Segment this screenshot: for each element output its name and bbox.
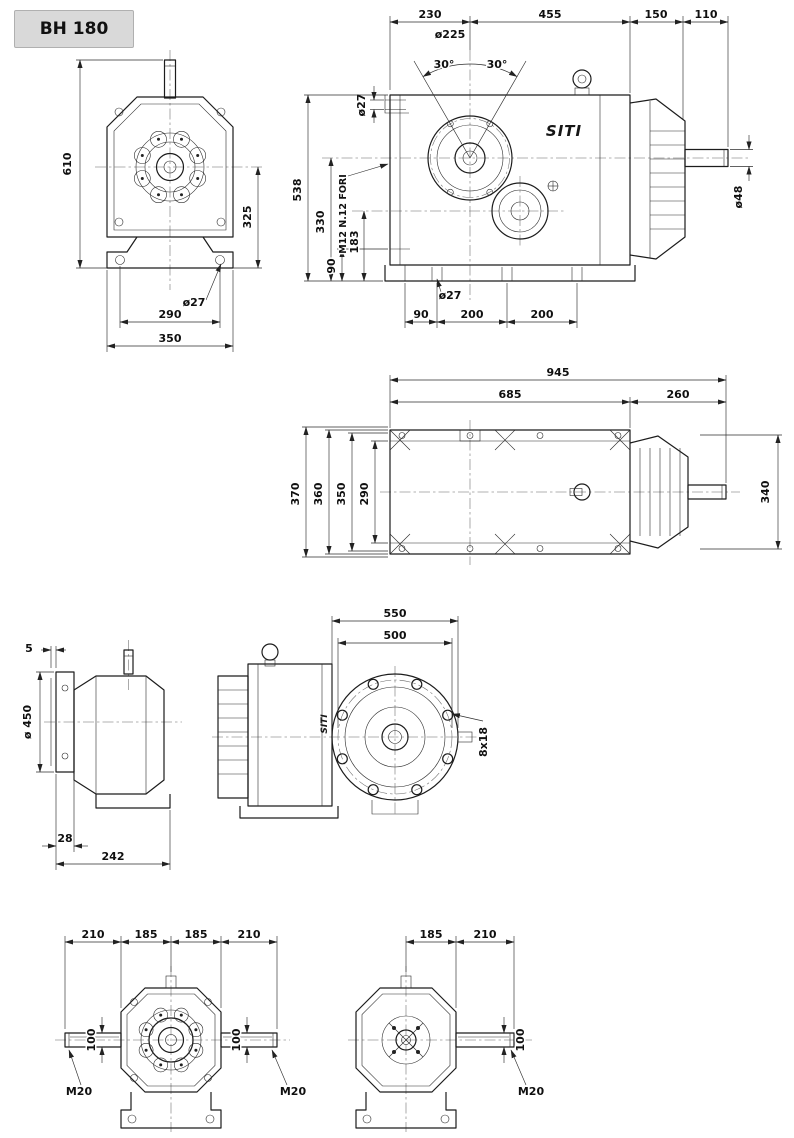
dim-side-total-height: 538 — [291, 179, 304, 202]
dim-side-bottom-90: 90 — [413, 308, 429, 321]
note-tapped-holes: M12 N.12 FORI — [338, 174, 349, 253]
dim-side-455: 455 — [539, 8, 562, 21]
dim-side-110: 110 — [695, 8, 718, 21]
single-output-shaft-view: 185 210 100 M20 — [348, 927, 546, 1132]
dim-plan-350: 350 — [335, 482, 348, 505]
dim-sshaft-tap: M20 — [518, 1085, 545, 1098]
model-label-box: BH 180 — [14, 10, 134, 48]
double-output-shaft-view: 210 185 185 210 100 100 M20 M20 — [55, 927, 308, 1132]
dim-dshaft-210a: 210 — [82, 928, 105, 941]
dim-plan-360: 360 — [312, 482, 325, 505]
dim-sshaft-185: 185 — [420, 928, 443, 941]
dim-plan-motor-length: 260 — [667, 388, 690, 401]
dim-face-bolt-circle: 500 — [384, 629, 407, 642]
dim-flange-thickness: 28 — [57, 832, 72, 845]
motor-flange-side-view: 5 ø 450 28 242 — [20, 640, 182, 870]
dim-side-upper-hole: ø27 — [355, 94, 368, 117]
dim-front-total-height: 610 — [61, 152, 74, 175]
dim-side-150: 150 — [645, 8, 668, 21]
dim-side-bottom-200a: 200 — [461, 308, 484, 321]
dim-plan-290: 290 — [358, 482, 371, 505]
dim-side-shaft-dia: ø48 — [732, 186, 745, 209]
dim-front-foot-spacing: 290 — [159, 308, 182, 321]
dim-dshaft-dia-right: 100 — [230, 1028, 243, 1051]
siti-logo-small: SITI — [320, 714, 330, 734]
dim-dshaft-dia-left: 100 — [85, 1028, 98, 1051]
dim-dshaft-185b: 185 — [185, 928, 208, 941]
dim-plan-370: 370 — [289, 482, 302, 505]
dim-plan-total-length: 945 — [547, 366, 570, 379]
dim-side-bottom-200b: 200 — [531, 308, 554, 321]
output-flange-face-view: SITI 550 500 8x18 — [212, 606, 492, 819]
dim-side-foot-height: 90 — [325, 258, 338, 274]
siti-logo: SITI — [546, 122, 582, 140]
dim-front-foot-hole-dia: ø27 — [183, 296, 206, 309]
plan-view: 945 685 260 370 360 350 290 340 — [288, 365, 782, 565]
dim-dshaft-tap-left: M20 — [66, 1085, 93, 1098]
dim-dshaft-185a: 185 — [135, 928, 158, 941]
dim-side-angle-right: 30° — [487, 58, 508, 71]
dim-face-outer-dia: 550 — [384, 607, 407, 620]
dim-flange-offset: 5 — [25, 642, 33, 655]
dim-side-230: 230 — [419, 8, 442, 21]
dim-side-axis-height: 330 — [314, 210, 327, 233]
dim-side-bottom-hole: ø27 — [439, 289, 462, 302]
dim-side-flange-dia: ø225 — [435, 28, 466, 41]
front-view: 610 325 ø27 290 350 — [60, 50, 262, 352]
dim-dshaft-tap-right: M20 — [280, 1085, 307, 1098]
dim-front-base-width: 350 — [159, 332, 182, 345]
model-label: BH 180 — [39, 19, 109, 39]
dim-sshaft-dia: 100 — [514, 1028, 527, 1051]
dim-side-input-axis-height: 183 — [348, 231, 361, 254]
dim-front-axis-height: 325 — [241, 206, 254, 229]
dim-dshaft-210b: 210 — [238, 928, 261, 941]
side-view: SITI 230 455 150 110 ø225 30° 30° — [290, 7, 753, 328]
dim-plan-340: 340 — [759, 480, 772, 503]
dim-plan-body-length: 685 — [499, 388, 522, 401]
dim-sshaft-210: 210 — [474, 928, 497, 941]
dim-face-bolt-holes: 8x18 — [477, 727, 490, 757]
dim-flange-dia: ø 450 — [21, 704, 34, 739]
dim-flange-depth: 242 — [102, 850, 125, 863]
dim-side-angle-left: 30° — [434, 58, 455, 71]
